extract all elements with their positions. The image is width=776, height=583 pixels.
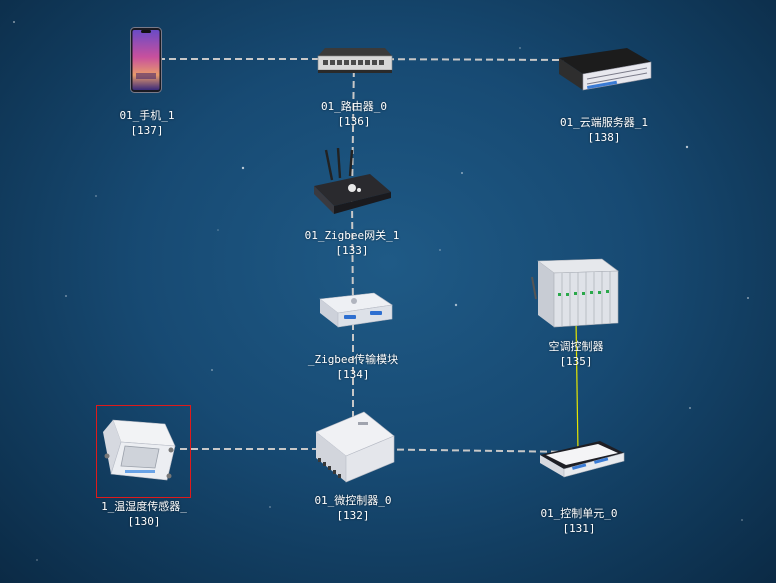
node-id: [135] [549,354,604,369]
node-id: [132] [314,508,391,523]
router-label: 01_路由器_0 [136] [321,99,387,129]
control-unit-label: 01_控制单元_0 [131] [540,506,617,536]
zigbee-gateway-icon[interactable] [312,148,392,218]
node-id: [136] [321,114,387,129]
server-icon[interactable] [557,46,653,98]
microcontroller-icon[interactable] [308,408,398,486]
node-id: [138] [560,130,648,145]
node-name: 01_手机_1 [119,108,174,123]
smartphone-icon[interactable] [130,27,162,93]
node-id: [131] [540,521,617,536]
node-name: 空调控制器 [549,339,604,354]
node-name: 01_Zigbee网关_1 [305,228,400,243]
ac-controller-label: 空调控制器 [135] [549,339,604,369]
zigbee-gateway-label: 01_Zigbee网关_1 [133] [305,228,400,258]
node-name: 1_温湿度传感器_ [101,499,187,514]
temperature-humidity-sensor-icon[interactable] [99,416,179,486]
temperature-humidity-sensor-label: 1_温湿度传感器_ [130] [101,499,187,529]
router-icon[interactable] [317,42,393,76]
node-name: 01_路由器_0 [321,99,387,114]
phone-label: 01_手机_1 [137] [119,108,174,138]
node-id: [133] [305,243,400,258]
node-id: [130] [101,514,187,529]
node-name: 01_控制单元_0 [540,506,617,521]
control-unit-icon[interactable] [538,437,626,481]
node-name: 01_微控制器_0 [314,493,391,508]
node-id: [137] [119,123,174,138]
node-name: _Zigbee传输模块 [308,352,398,367]
node-name: 01_云端服务器_1 [560,115,648,130]
zigbee-module-label: _Zigbee传输模块 [134] [308,352,398,382]
node-id: [134] [308,367,398,382]
ac-controller-icon[interactable] [528,257,620,331]
cloud-server-label: 01_云端服务器_1 [138] [560,115,648,145]
microcontroller-label: 01_微控制器_0 [132] [314,493,391,523]
zigbee-module-icon[interactable] [316,291,394,331]
